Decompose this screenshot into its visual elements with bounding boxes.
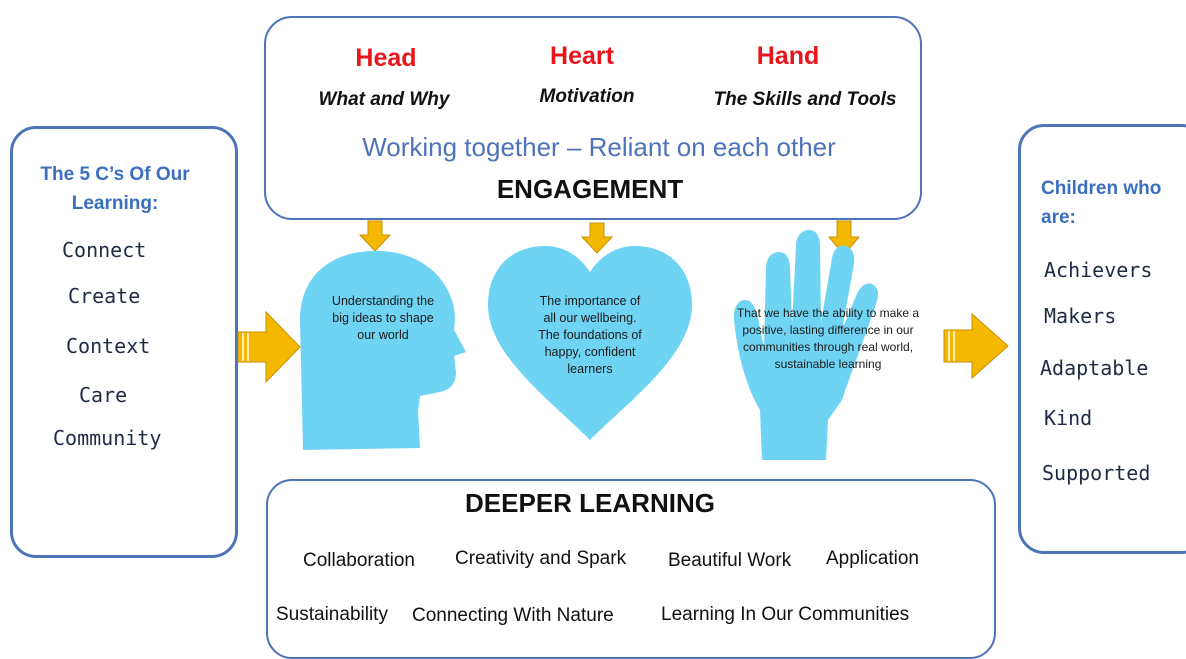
deeper-item-communities: Learning In Our Communities: [661, 604, 910, 625]
heart-text-line: happy, confident: [544, 345, 636, 359]
hand-heading: Hand: [756, 42, 820, 70]
hand-shape-icon: [733, 230, 879, 460]
right-arrow-right-icon: [943, 312, 1009, 380]
engagement-tagline: Working together – Reliant on each other: [362, 132, 836, 162]
heart-heading: Heart: [550, 42, 614, 70]
deeper-item-sustainability: Sustainability: [276, 604, 388, 625]
left-item-community: Community: [53, 426, 162, 450]
hand-text-line: That we have the ability to make a: [736, 306, 920, 320]
deeper-item-collaboration: Collaboration: [303, 550, 415, 571]
right-panel-title-line2: are:: [1041, 207, 1076, 228]
deeper-item-creativity: Creativity and Spark: [455, 548, 627, 569]
right-panel: [1018, 124, 1186, 554]
down-arrow-heart-icon: [580, 222, 614, 254]
head-subheading: What and Why: [318, 89, 450, 110]
right-panel-title: Children who are:: [1041, 174, 1186, 232]
head-shape-icon: [300, 250, 466, 450]
hand-text: That we have the ability to make a posit…: [716, 305, 940, 373]
hand-text-line: positive, lasting difference in our: [742, 323, 914, 337]
right-item-kind: Kind: [1044, 406, 1093, 430]
right-arrow-left-icon: [237, 310, 301, 384]
heart-text-line: The foundations of: [538, 328, 642, 342]
left-panel-title-line1: The 5 C’s Of Our: [40, 164, 190, 185]
left-panel: [10, 126, 238, 558]
heart-shape-icon: [488, 246, 692, 440]
left-panel-title-line2: Learning:: [71, 193, 159, 214]
right-panel-title-line1: Children who: [1041, 178, 1162, 199]
left-item-context: Context: [66, 334, 151, 358]
heart-text-line: all our wellbeing.: [543, 311, 637, 325]
head-heading: Head: [355, 44, 417, 72]
down-arrow-hand-icon: [827, 220, 861, 256]
hand-text-line: sustainable learning: [774, 357, 882, 371]
head-text-line: big ideas to shape: [332, 311, 434, 325]
heart-text-line: The importance of: [539, 294, 641, 308]
right-item-supported: Supported: [1042, 461, 1151, 485]
deeper-item-beautiful-work: Beautiful Work: [668, 550, 792, 571]
left-panel-title: The 5 C’s Of Our Learning:: [20, 160, 210, 218]
head-text-line: our world: [357, 328, 409, 342]
left-item-care: Care: [79, 383, 128, 407]
right-item-makers: Makers: [1044, 304, 1117, 328]
heart-text: The importance of all our wellbeing. The…: [515, 293, 665, 378]
deeper-learning-title: DEEPER LEARNING: [465, 488, 715, 518]
engagement-title: ENGAGEMENT: [496, 174, 684, 204]
engagement-box: [264, 16, 922, 220]
heart-subheading: Motivation: [539, 86, 635, 107]
down-arrow-head-icon: [358, 220, 392, 252]
right-item-adaptable: Adaptable: [1040, 356, 1149, 380]
left-item-connect: Connect: [62, 238, 147, 262]
hand-text-line: communities through real world,: [742, 340, 914, 354]
head-text-line: Understanding the: [331, 294, 435, 308]
head-text: Understanding the big ideas to shape our…: [315, 293, 451, 344]
hand-subheading: The Skills and Tools: [713, 89, 897, 110]
heart-text-line: learners: [567, 362, 613, 376]
right-item-achievers: Achievers: [1044, 258, 1153, 282]
left-item-create: Create: [68, 284, 141, 308]
deeper-item-application: Application: [826, 548, 919, 569]
deeper-item-connecting-nature: Connecting With Nature: [412, 605, 614, 626]
